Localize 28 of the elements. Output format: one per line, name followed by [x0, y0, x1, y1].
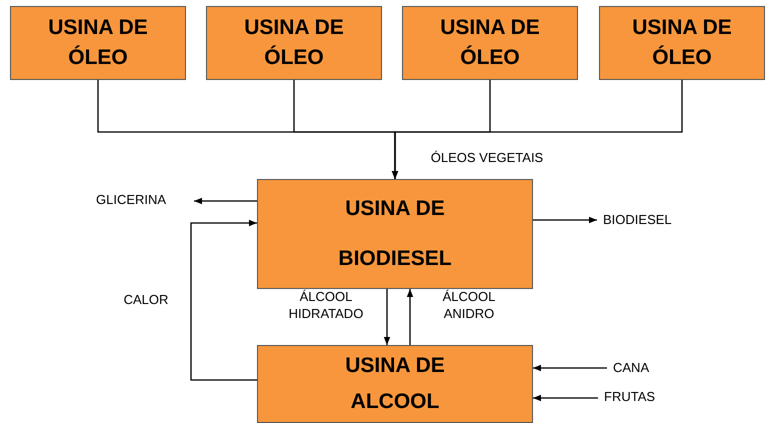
box-label: USINA DE ALCOOL — [344, 353, 446, 415]
flow-label: CANA — [613, 360, 650, 375]
box-label: USINA DE BIODIESEL — [337, 196, 453, 272]
arrow — [190, 220, 257, 381]
box-label: USINA DE ÓLEO — [243, 15, 345, 71]
process-box — [402, 6, 578, 80]
flow-label: BIODIESEL — [603, 212, 672, 227]
flow-label: FRUTAS — [604, 389, 656, 404]
process-box — [599, 6, 765, 80]
flow-label: GLICERINA — [96, 192, 166, 207]
edge-label: ÁLCOOL ANIDRO — [442, 288, 496, 322]
edge-label: ÁLCOOL HIDRATADO — [288, 288, 364, 322]
arrow — [533, 364, 607, 372]
arrow — [392, 80, 683, 179]
arrow — [194, 198, 257, 204]
edge-label: CALOR — [122, 291, 170, 308]
arrow — [384, 289, 390, 345]
box-label: USINA DE ÓLEO — [631, 15, 733, 71]
process-box — [10, 6, 186, 80]
box-label: USINA DE ÓLEO — [47, 15, 149, 71]
process-box — [257, 179, 533, 289]
arrow — [406, 289, 414, 345]
box-label: USINA DE ÓLEO — [439, 15, 541, 71]
arrow — [533, 216, 597, 224]
process-box — [257, 345, 533, 423]
process-box — [206, 6, 382, 80]
arrow — [533, 394, 598, 402]
edge-label: ÓLEOS VEGETAIS — [430, 149, 544, 166]
